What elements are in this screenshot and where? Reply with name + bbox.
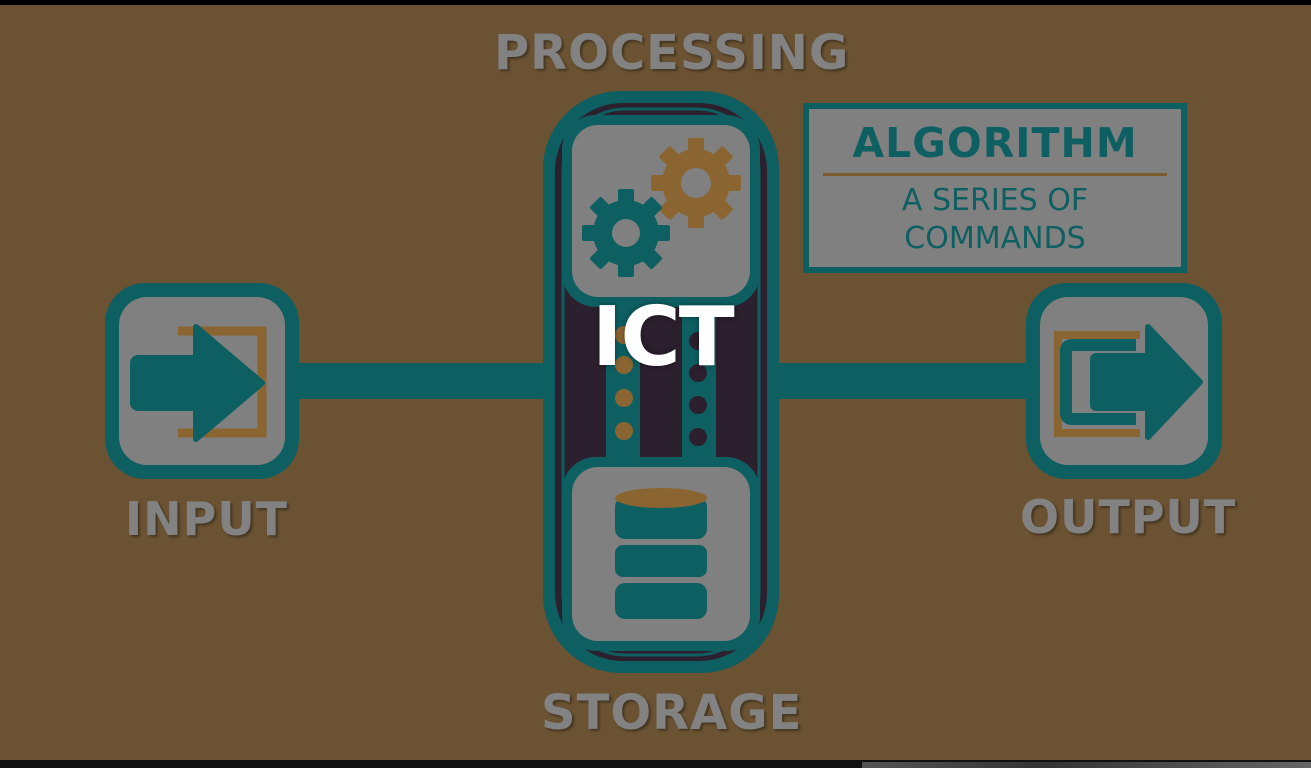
algorithm-definition-box: ALGORITHM A SERIES OF COMMANDS [803,103,1187,273]
gears-icon [582,138,741,277]
algorithm-line-2: COMMANDS [904,221,1086,256]
next-thumbnail[interactable] [862,762,1311,768]
data-dots [615,326,707,446]
output-connector [770,363,1030,399]
algorithm-description: A SERIES OF COMMANDS [809,182,1181,258]
algorithm-divider [823,173,1167,176]
input-connector [295,363,555,399]
teal-gear-icon [582,189,670,277]
output-arrow-icon [1054,324,1203,440]
processing-label: PROCESSING [494,25,850,81]
output-label: OUTPUT [1020,490,1237,544]
overlay-title: ICT [592,290,735,385]
orange-gear-icon [651,138,741,228]
input-icon-box [105,283,299,479]
bottom-strip [0,760,1311,768]
processing-unit [543,91,779,673]
algorithm-title: ALGORITHM [852,119,1138,167]
diagram-stage: PROCESSING INPUT OUTPUT STORAGE ALGORITH… [0,5,1311,760]
output-icon-box [1026,283,1222,479]
storage-label: STORAGE [541,685,803,741]
input-arrow-icon [130,324,267,442]
algorithm-line-1: A SERIES OF [901,183,1089,218]
input-label: INPUT [125,492,289,546]
diagram-graphics [105,91,1222,673]
database-icon [615,488,707,619]
